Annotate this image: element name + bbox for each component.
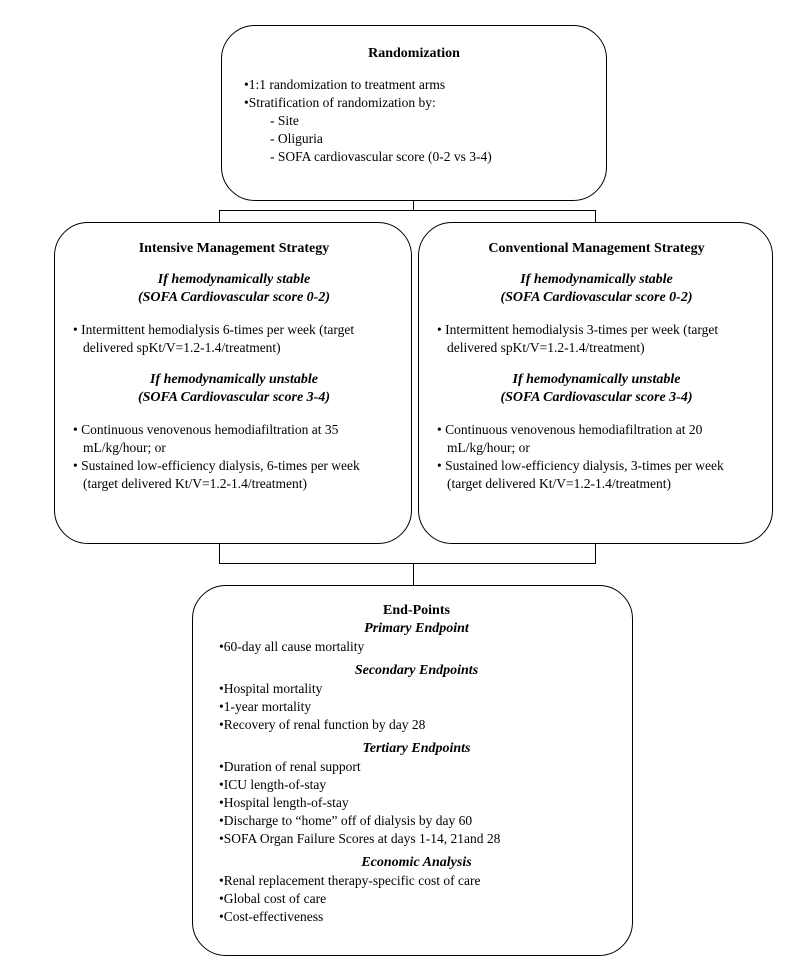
endpoint-item: •Global cost of care — [219, 891, 327, 906]
connector-end-down — [413, 563, 415, 585]
intensive-unstable-bullet: • Continuous venovenous hemodiafiltratio… — [73, 422, 339, 455]
connector-top-horizontal — [219, 210, 596, 212]
connector-bottom-left-rise — [219, 544, 221, 564]
endpoint-item: •Recovery of renal function by day 28 — [219, 717, 426, 732]
endpoint-item: •SOFA Organ Failure Scores at days 1-14,… — [219, 831, 501, 846]
endpoint-item: •1-year mortality — [219, 699, 312, 714]
endpoint-item: •ICU length-of-stay — [219, 777, 327, 792]
intensive-unstable-bullet: • Sustained low-efficiency dialysis, 6-t… — [73, 458, 360, 491]
randomization-bullet: •Stratification of randomization by: — [244, 95, 436, 110]
connector-top-right-drop — [595, 210, 597, 222]
primary-endpoint-heading: Primary Endpoint — [364, 621, 469, 636]
strata-item: - Site — [270, 113, 299, 128]
randomization-title: Randomization — [368, 46, 460, 61]
economic-analysis-heading: Economic Analysis — [361, 855, 472, 870]
intensive-unstable-heading: If hemodynamically unstable — [150, 372, 318, 387]
endpoint-item: •Renal replacement therapy-specific cost… — [219, 873, 481, 888]
endpoint-item: •60-day all cause mortality — [219, 639, 365, 654]
intensive-stable-heading: If hemodynamically stable — [157, 272, 311, 287]
intensive-strategy-box: Intensive Management Strategy If hemodyn… — [54, 222, 412, 544]
intensive-stable-score: (SOFA Cardiovascular score 0-2) — [137, 290, 330, 305]
intensive-unstable-score: (SOFA Cardiovascular score 3-4) — [137, 390, 330, 405]
conventional-title: Conventional Management Strategy — [488, 241, 705, 256]
endpoint-item: •Cost-effectiveness — [219, 909, 324, 924]
endpoint-item: •Discharge to “home” off of dialysis by … — [219, 813, 473, 828]
conventional-unstable-bullet: • Sustained low-efficiency dialysis, 3-t… — [437, 458, 724, 491]
endpoint-item: •Hospital mortality — [219, 681, 323, 696]
tertiary-endpoints-heading: Tertiary Endpoints — [362, 741, 471, 756]
strata-item: - SOFA cardiovascular score (0-2 vs 3-4) — [270, 149, 492, 164]
connector-top-left-drop — [219, 210, 221, 222]
endpoints-box: End-Points Primary Endpoint •60-day all … — [192, 585, 633, 956]
randomization-box: Randomization •1:1 randomization to trea… — [221, 25, 607, 201]
conventional-stable-score: (SOFA Cardiovascular score 0-2) — [500, 290, 693, 305]
conventional-stable-heading: If hemodynamically stable — [520, 272, 673, 287]
conventional-unstable-bullet: • Continuous venovenous hemodiafiltratio… — [437, 422, 703, 455]
randomization-bullet: •1:1 randomization to treatment arms — [244, 77, 446, 92]
intensive-title: Intensive Management Strategy — [138, 241, 330, 256]
connector-bottom-right-rise — [595, 544, 597, 564]
conventional-unstable-score: (SOFA Cardiovascular score 3-4) — [500, 390, 693, 405]
strata-item: - Oliguria — [270, 131, 323, 146]
conventional-unstable-heading: If hemodynamically unstable — [512, 372, 681, 387]
endpoints-title: End-Points — [383, 603, 450, 618]
secondary-endpoints-heading: Secondary Endpoints — [354, 663, 479, 678]
endpoint-item: •Duration of renal support — [219, 759, 361, 774]
conventional-strategy-box: Conventional Management Strategy If hemo… — [418, 222, 773, 544]
connector-bottom-horizontal — [219, 563, 596, 565]
intensive-stable-bullet: • Intermittent hemodialysis 6-times per … — [73, 322, 355, 355]
connector-rand-down — [413, 201, 415, 211]
conventional-stable-bullet: • Intermittent hemodialysis 3-times per … — [437, 322, 719, 355]
endpoint-item: •Hospital length-of-stay — [219, 795, 349, 810]
